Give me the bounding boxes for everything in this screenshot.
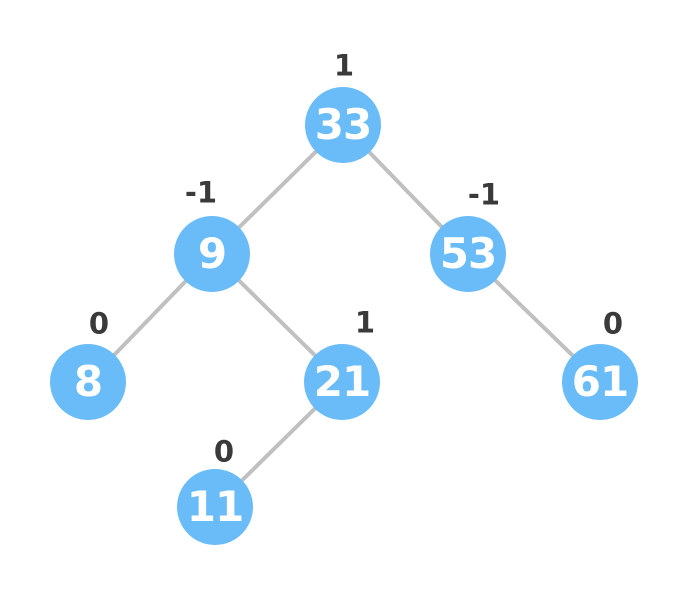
tree-node-61: 61 <box>562 344 638 420</box>
tree-node-11: 11 <box>177 469 253 545</box>
tree-node-53: 53 <box>430 216 506 292</box>
balance-label-61: 0 <box>602 306 624 341</box>
tree-node-21: 21 <box>304 344 380 420</box>
balance-label-53: -1 <box>467 177 501 212</box>
balance-label-11: 0 <box>213 434 235 469</box>
balance-label-33: 1 <box>333 48 355 83</box>
tree-node-9: 9 <box>174 216 250 292</box>
balance-label-21: 1 <box>354 305 376 340</box>
tree-node-33: 33 <box>305 87 381 163</box>
tree-node-8: 8 <box>50 344 126 420</box>
balance-label-9: -1 <box>184 175 218 210</box>
balance-label-8: 0 <box>88 306 110 341</box>
